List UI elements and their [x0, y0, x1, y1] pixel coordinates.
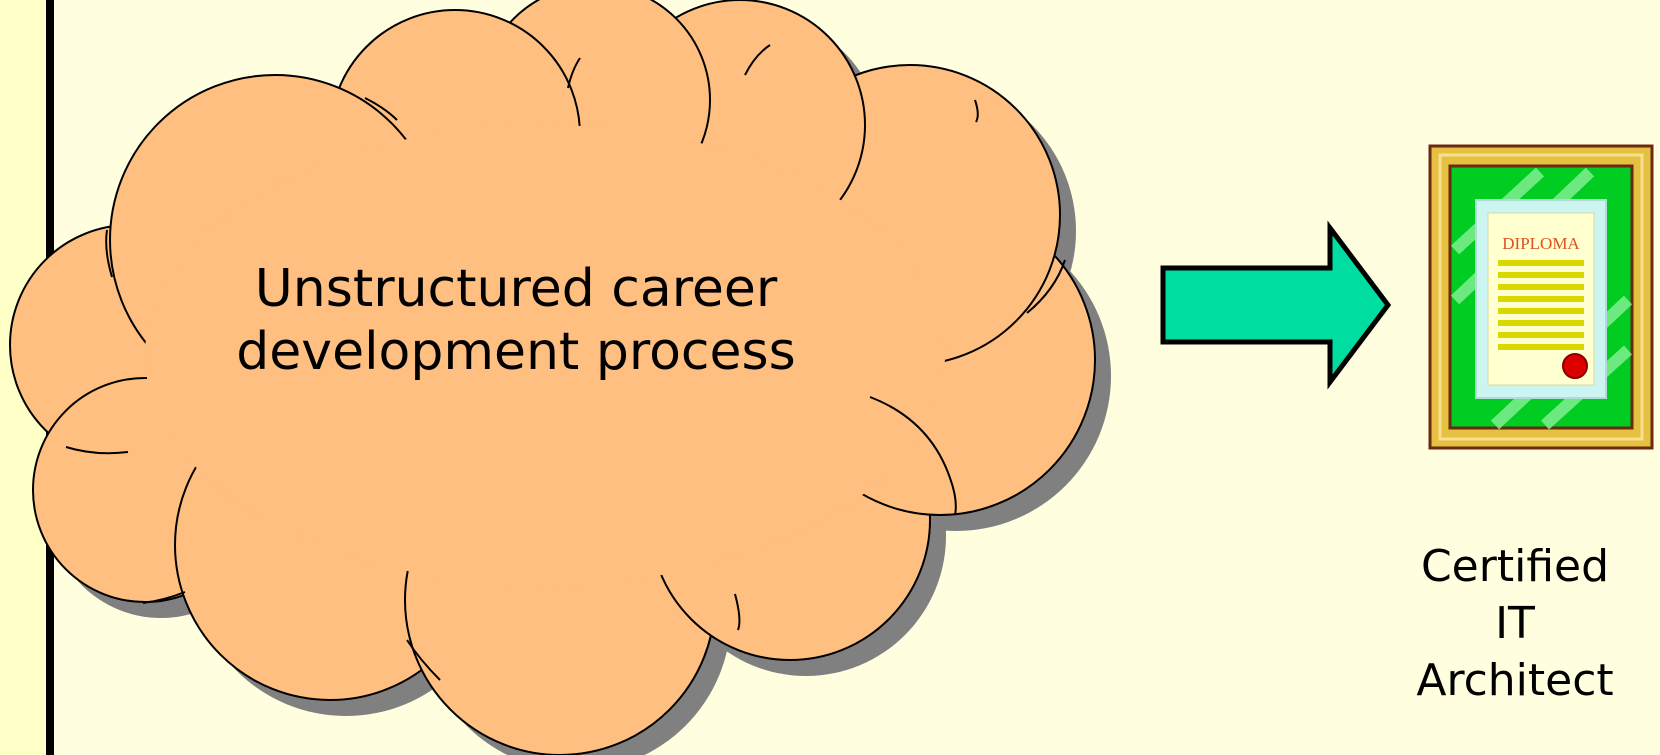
cloud-label-line-2: development process: [236, 322, 796, 382]
cloud-core: [145, 125, 945, 585]
caption-line-1: Certified: [1420, 541, 1610, 592]
diploma-frame: [1428, 144, 1654, 450]
caption-line-2: IT: [1495, 598, 1535, 649]
diploma-label: DIPLOMA: [1502, 234, 1580, 253]
seal-icon: [1562, 353, 1588, 379]
caption-line-3: Architect: [1416, 655, 1614, 706]
right-arrow: [1160, 220, 1392, 390]
certificate-caption: Certified IT Architect: [1390, 538, 1640, 709]
cloud-label: Unstructured career development process: [180, 258, 852, 384]
cloud-lobe-lines: [65, 44, 1066, 681]
cloud-label-line-1: Unstructured career: [254, 259, 778, 319]
